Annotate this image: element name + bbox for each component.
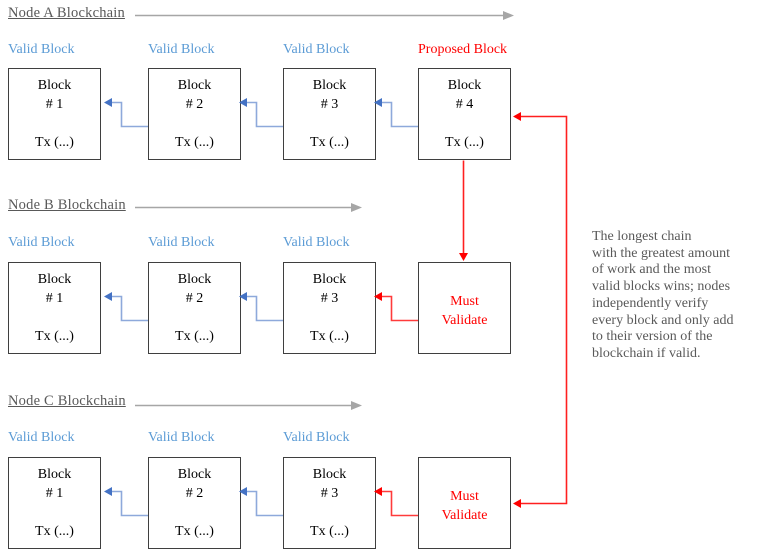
block-tx: Tx (...) [310,135,349,150]
consensus-note-line: valid blocks wins; nodes [592,279,731,295]
consensus-note: The longest chain with the greatest amou… [592,229,764,363]
consensus-note-line: every block and only add [592,312,734,328]
block-status-label: Valid Block [8,430,75,445]
block-status-label: Valid Block [283,235,350,250]
must-validate-line1: Must [450,489,479,504]
block-status-label: Valid Block [8,235,75,250]
node-b-title: Node B Blockchain [8,197,126,213]
validate-link-arrow [374,487,418,517]
chain-link-arrow [239,292,283,322]
chain-link-arrow [239,98,283,128]
block-status-label: Valid Block [283,430,350,445]
block-spacer [9,308,100,327]
node-a-timeline-arrow [135,11,514,20]
block-tx: Tx (...) [175,329,214,344]
block-number: # 3 [320,486,339,501]
block-spacer [419,114,510,133]
block-name: Block [312,272,347,287]
block-spacer [284,114,375,133]
block-name: Block [37,467,72,482]
consensus-note-line: The longest chain [592,229,692,244]
block-tx: Tx (...) [35,329,74,344]
node-a-title: Node A Blockchain [8,5,125,21]
block-status-label: Valid Block [283,42,350,57]
block-status-label: Valid Block [148,235,215,250]
must-validate-box: Must Validate [418,457,511,549]
block-number: # 2 [185,97,204,112]
broadcast-connector-arrow [513,112,568,508]
block-spacer [284,308,375,327]
block-spacer [149,308,240,327]
block-tx: Tx (...) [445,135,484,150]
consensus-note-line: independently verify [592,295,709,311]
consensus-note-line: blockchain if valid. [592,345,701,361]
block-tx: Tx (...) [35,524,74,539]
block-number: # 3 [320,97,339,112]
block-spacer [9,503,100,522]
block-name: Block [177,467,212,482]
block-tx: Tx (...) [35,135,74,150]
node-c-timeline-arrow [135,401,362,410]
block-number: # 3 [320,291,339,306]
block-box: Block # 3 Tx (...) [283,262,376,354]
block-box: Block # 1 Tx (...) [8,457,101,549]
block-number: # 2 [185,486,204,501]
block-status-label: Valid Block [148,42,215,57]
must-validate-box: Must Validate [418,262,511,354]
block-box: Block # 3 Tx (...) [283,68,376,160]
chain-link-arrow [104,98,148,128]
block-name: Block [37,78,72,93]
block-spacer [149,503,240,522]
block-number: # 4 [455,97,474,112]
block-spacer [284,503,375,522]
block-spacer [9,114,100,133]
block-tx: Tx (...) [175,524,214,539]
block-number: # 1 [45,97,64,112]
block-name: Block [37,272,72,287]
chain-link-arrow [374,98,418,128]
node-c-title: Node C Blockchain [8,393,126,409]
block-name: Block [177,78,212,93]
consensus-note-line: of work and the most [592,262,711,278]
must-validate-line2: Validate [441,508,488,523]
validate-link-arrow [374,292,418,322]
chain-link-arrow [104,292,148,322]
block-spacer [149,114,240,133]
chain-link-arrow [239,487,283,517]
block-number: # 2 [185,291,204,306]
node-b-timeline-arrow [135,203,362,212]
must-validate-line1: Must [450,294,479,309]
proposed-to-validate-arrow [459,160,468,261]
block-box: Block # 1 Tx (...) [8,68,101,160]
chain-link-arrow [104,487,148,517]
block-box: Block # 2 Tx (...) [148,68,241,160]
proposed-block-box: Block # 4 Tx (...) [418,68,511,160]
must-validate-line2: Validate [441,313,488,328]
block-box: Block # 1 Tx (...) [8,262,101,354]
block-tx: Tx (...) [310,524,349,539]
block-tx: Tx (...) [310,329,349,344]
block-box: Block # 2 Tx (...) [148,262,241,354]
block-number: # 1 [45,291,64,306]
block-status-label: Valid Block [148,430,215,445]
block-box: Block # 2 Tx (...) [148,457,241,549]
consensus-note-line: to their version of the [592,329,713,345]
block-name: Block [447,78,482,93]
block-status-label: Valid Block [8,42,75,57]
block-tx: Tx (...) [175,135,214,150]
block-name: Block [177,272,212,287]
block-name: Block [312,467,347,482]
block-box: Block # 3 Tx (...) [283,457,376,549]
block-number: # 1 [45,486,64,501]
consensus-note-line: with the greatest amount [592,245,731,261]
block-name: Block [312,78,347,93]
proposed-block-label: Proposed Block [418,42,508,57]
